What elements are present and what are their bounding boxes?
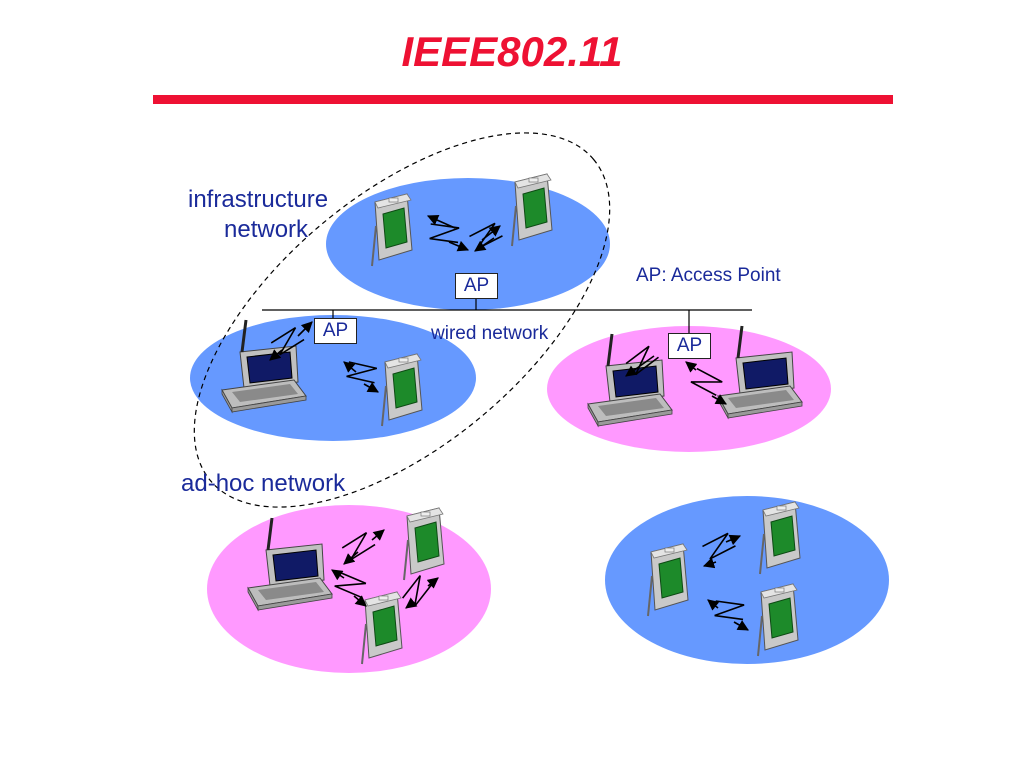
- page-title: IEEE802.11: [401, 28, 623, 75]
- access-point-box: AP: [455, 273, 498, 299]
- infrastructure-label-line2: network: [224, 216, 309, 243]
- adhoc-cell-right: [605, 496, 889, 664]
- infrastructure-boundary: [193, 132, 611, 508]
- adhoc-label: ad-hoc network: [181, 470, 346, 497]
- title-underline: [153, 95, 893, 104]
- infrastructure-label-line1: infrastructure: [188, 186, 329, 213]
- access-point-box: AP: [314, 318, 357, 344]
- ap-legend: AP: Access Point: [636, 265, 781, 286]
- wired-network-label: wired network: [431, 323, 549, 344]
- access-point-box: AP: [668, 333, 711, 359]
